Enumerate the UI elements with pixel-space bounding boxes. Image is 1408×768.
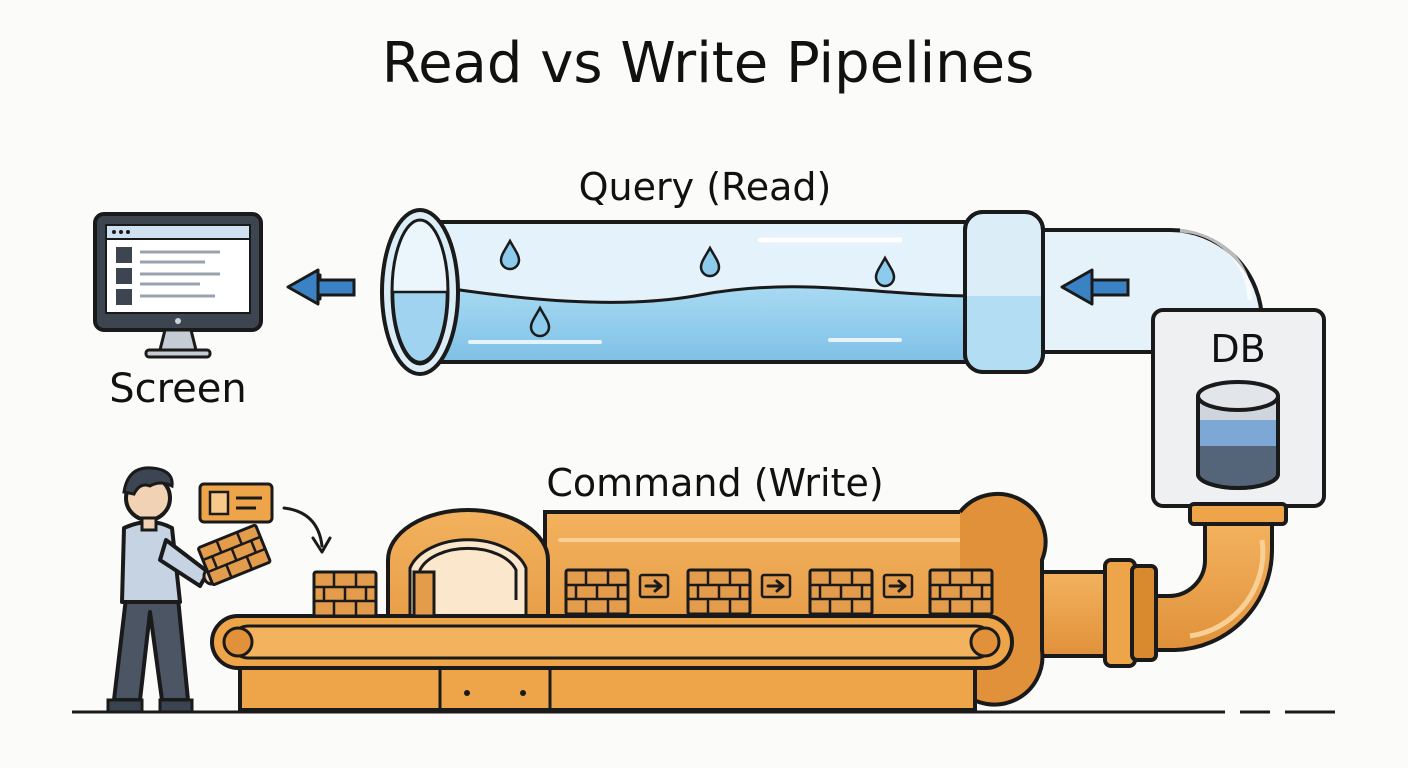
curved-arrow-icon — [282, 506, 324, 548]
query-read-label: Query (Read) — [579, 165, 832, 209]
person-icon — [106, 466, 222, 714]
database-label: DB — [1210, 327, 1265, 371]
held-brick — [197, 523, 272, 586]
arrow-right-icon — [638, 573, 670, 599]
screen-label: Screen — [109, 366, 247, 412]
command-pipe-elbow — [1038, 502, 1288, 668]
monitor-icon — [93, 212, 263, 359]
arrow-left-head-db — [1060, 268, 1094, 306]
command-machine — [210, 491, 1048, 712]
document-card-icon — [198, 482, 274, 524]
query-pipe — [380, 208, 1264, 376]
arrow-left-head — [286, 268, 320, 306]
database-icon — [1196, 380, 1280, 490]
diagram-title: Read vs Write Pipelines — [382, 31, 1035, 96]
brick-icon — [312, 570, 378, 618]
command-write-label: Command (Write) — [546, 461, 883, 505]
